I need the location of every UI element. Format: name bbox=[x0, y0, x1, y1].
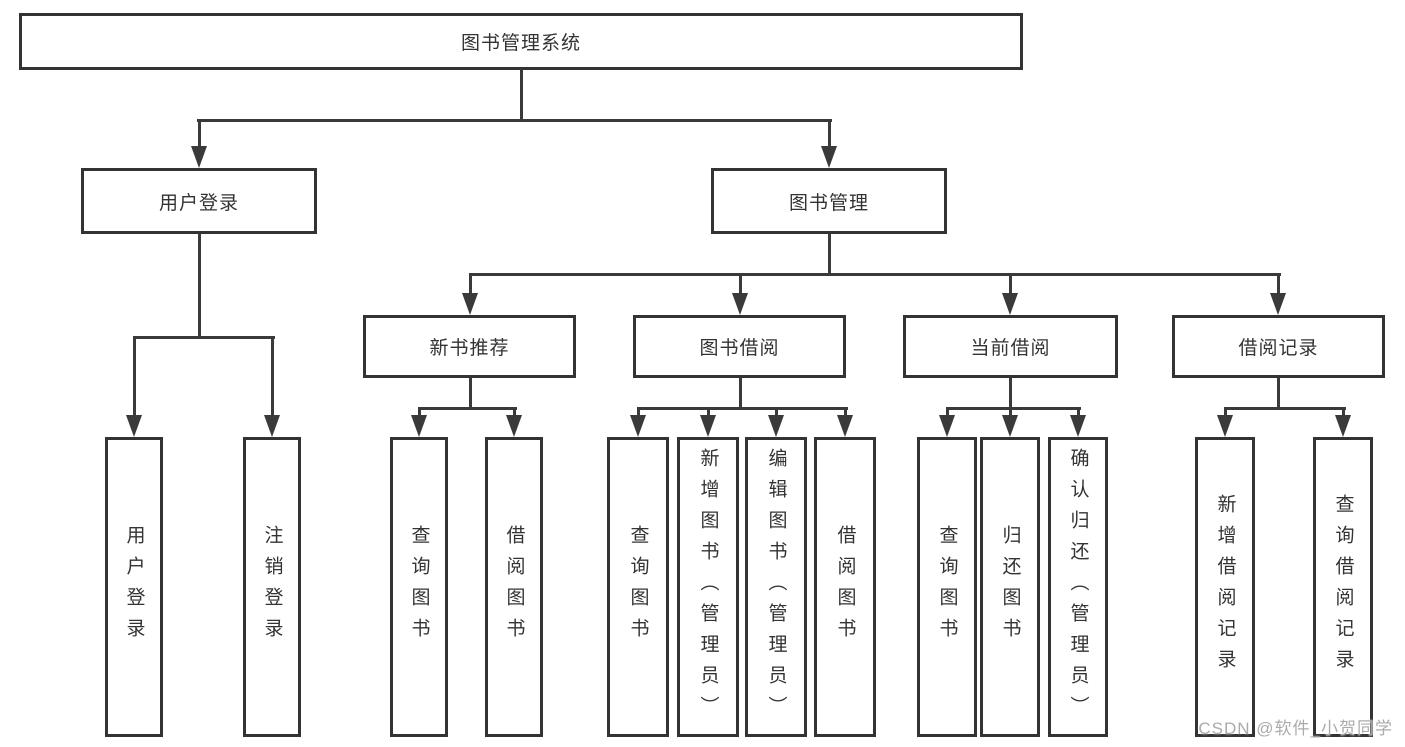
arrow-down-icon bbox=[462, 293, 478, 315]
connector-line bbox=[946, 407, 1081, 410]
node-label: 用户登录 bbox=[123, 525, 145, 649]
arrow-down-icon bbox=[837, 415, 853, 437]
connector-line bbox=[133, 336, 275, 339]
arrow-stem bbox=[1009, 409, 1012, 417]
node-label: 新增借阅记录 bbox=[1214, 494, 1236, 680]
node-label: 查询图书 bbox=[408, 525, 430, 649]
node-label: 新增图书（管理员） bbox=[697, 447, 719, 727]
arrow-down-icon bbox=[768, 415, 784, 437]
arrow-stem bbox=[1277, 275, 1280, 295]
arrow-stem bbox=[1077, 409, 1080, 417]
node-label: 借阅记录 bbox=[1238, 338, 1319, 359]
arrow-stem bbox=[133, 338, 136, 417]
connector-line bbox=[418, 407, 517, 410]
arrow-down-icon bbox=[1217, 415, 1233, 437]
node-label: 编辑图书（管理员） bbox=[765, 447, 787, 727]
connector-line bbox=[1224, 407, 1346, 410]
node-label: 当前借阅 bbox=[970, 338, 1051, 359]
node-label: 查询借阅记录 bbox=[1332, 494, 1354, 680]
arrow-stem bbox=[1224, 409, 1227, 417]
leaf-query-borrow-record: 查询借阅记录 bbox=[1313, 437, 1373, 737]
leaf-borrow-book: 借阅图书 bbox=[814, 437, 876, 737]
arrow-down-icon bbox=[1002, 415, 1018, 437]
connector-line bbox=[637, 407, 848, 410]
leaf-query-book-current: 查询图书 bbox=[917, 437, 977, 737]
arrow-down-icon bbox=[700, 415, 716, 437]
arrow-stem bbox=[513, 409, 516, 417]
node-label: 图书借阅 bbox=[699, 338, 780, 359]
node-label: 查询图书 bbox=[936, 525, 958, 649]
arrow-down-icon bbox=[939, 415, 955, 437]
arrow-stem bbox=[946, 409, 949, 417]
arrow-stem bbox=[775, 409, 778, 417]
arrow-down-icon bbox=[126, 415, 142, 437]
leaf-logout: 注销登录 bbox=[243, 437, 301, 737]
leaf-add-book-admin: 新增图书（管理员） bbox=[677, 437, 739, 737]
connector-line bbox=[198, 234, 201, 339]
leaf-add-borrow-record: 新增借阅记录 bbox=[1195, 437, 1255, 737]
node-borrow-record: 借阅记录 bbox=[1172, 315, 1385, 378]
arrow-down-icon bbox=[630, 415, 646, 437]
arrow-stem bbox=[637, 409, 640, 417]
node-label: 借阅图书 bbox=[503, 525, 525, 649]
watermark-text: CSDN @软件_小贺同学 bbox=[1198, 719, 1393, 738]
node-label: 借阅图书 bbox=[834, 525, 856, 649]
arrow-down-icon bbox=[1002, 293, 1018, 315]
node-label: 图书管理 bbox=[788, 192, 869, 214]
connector-line bbox=[739, 378, 742, 409]
node-current-borrow: 当前借阅 bbox=[903, 315, 1118, 378]
arrow-down-icon bbox=[411, 415, 427, 437]
node-book-borrow: 图书借阅 bbox=[633, 315, 846, 378]
leaf-user-login: 用户登录 bbox=[105, 437, 163, 737]
leaf-query-book-recommend: 查询图书 bbox=[390, 437, 448, 737]
arrow-stem bbox=[707, 409, 710, 417]
arrow-down-icon bbox=[1270, 293, 1286, 315]
node-label: 归还图书 bbox=[999, 525, 1021, 649]
arrow-stem bbox=[198, 121, 201, 148]
arrow-down-icon bbox=[191, 146, 207, 168]
connector-line bbox=[520, 69, 523, 121]
connector-line bbox=[197, 119, 832, 122]
connector-line bbox=[828, 234, 831, 276]
arrow-stem bbox=[469, 275, 472, 295]
arrow-down-icon bbox=[1335, 415, 1351, 437]
node-new-book-recommend: 新书推荐 bbox=[363, 315, 576, 378]
node-library-management-system: 图书管理系统 bbox=[19, 13, 1023, 70]
connector-line bbox=[469, 378, 472, 409]
arrow-stem bbox=[844, 409, 847, 417]
arrow-down-icon bbox=[506, 415, 522, 437]
node-label: 确认归还（管理员） bbox=[1067, 447, 1089, 727]
arrow-down-icon bbox=[732, 293, 748, 315]
connector-line bbox=[1009, 378, 1012, 409]
node-user-login: 用户登录 bbox=[81, 168, 317, 234]
node-book-management: 图书管理 bbox=[711, 168, 947, 234]
arrow-stem bbox=[1009, 275, 1012, 295]
node-label: 查询图书 bbox=[627, 525, 649, 649]
arrow-stem bbox=[271, 338, 274, 417]
node-label: 图书管理系统 bbox=[460, 33, 581, 54]
arrow-down-icon bbox=[821, 146, 837, 168]
arrow-stem bbox=[739, 275, 742, 295]
connector-line bbox=[1277, 378, 1280, 409]
arrow-stem bbox=[1342, 409, 1345, 417]
leaf-query-book-borrow: 查询图书 bbox=[607, 437, 669, 737]
arrow-down-icon bbox=[1070, 415, 1086, 437]
leaf-confirm-return-admin: 确认归还（管理员） bbox=[1048, 437, 1108, 737]
node-label: 用户登录 bbox=[158, 192, 239, 214]
arrow-stem bbox=[418, 409, 421, 417]
leaf-borrow-book-recommend: 借阅图书 bbox=[485, 437, 543, 737]
leaf-edit-book-admin: 编辑图书（管理员） bbox=[745, 437, 807, 737]
connector-line bbox=[469, 273, 1281, 276]
node-label: 注销登录 bbox=[261, 525, 283, 649]
arrow-down-icon bbox=[264, 415, 280, 437]
leaf-return-book: 归还图书 bbox=[980, 437, 1040, 737]
node-label: 新书推荐 bbox=[429, 338, 510, 359]
arrow-stem bbox=[828, 121, 831, 148]
